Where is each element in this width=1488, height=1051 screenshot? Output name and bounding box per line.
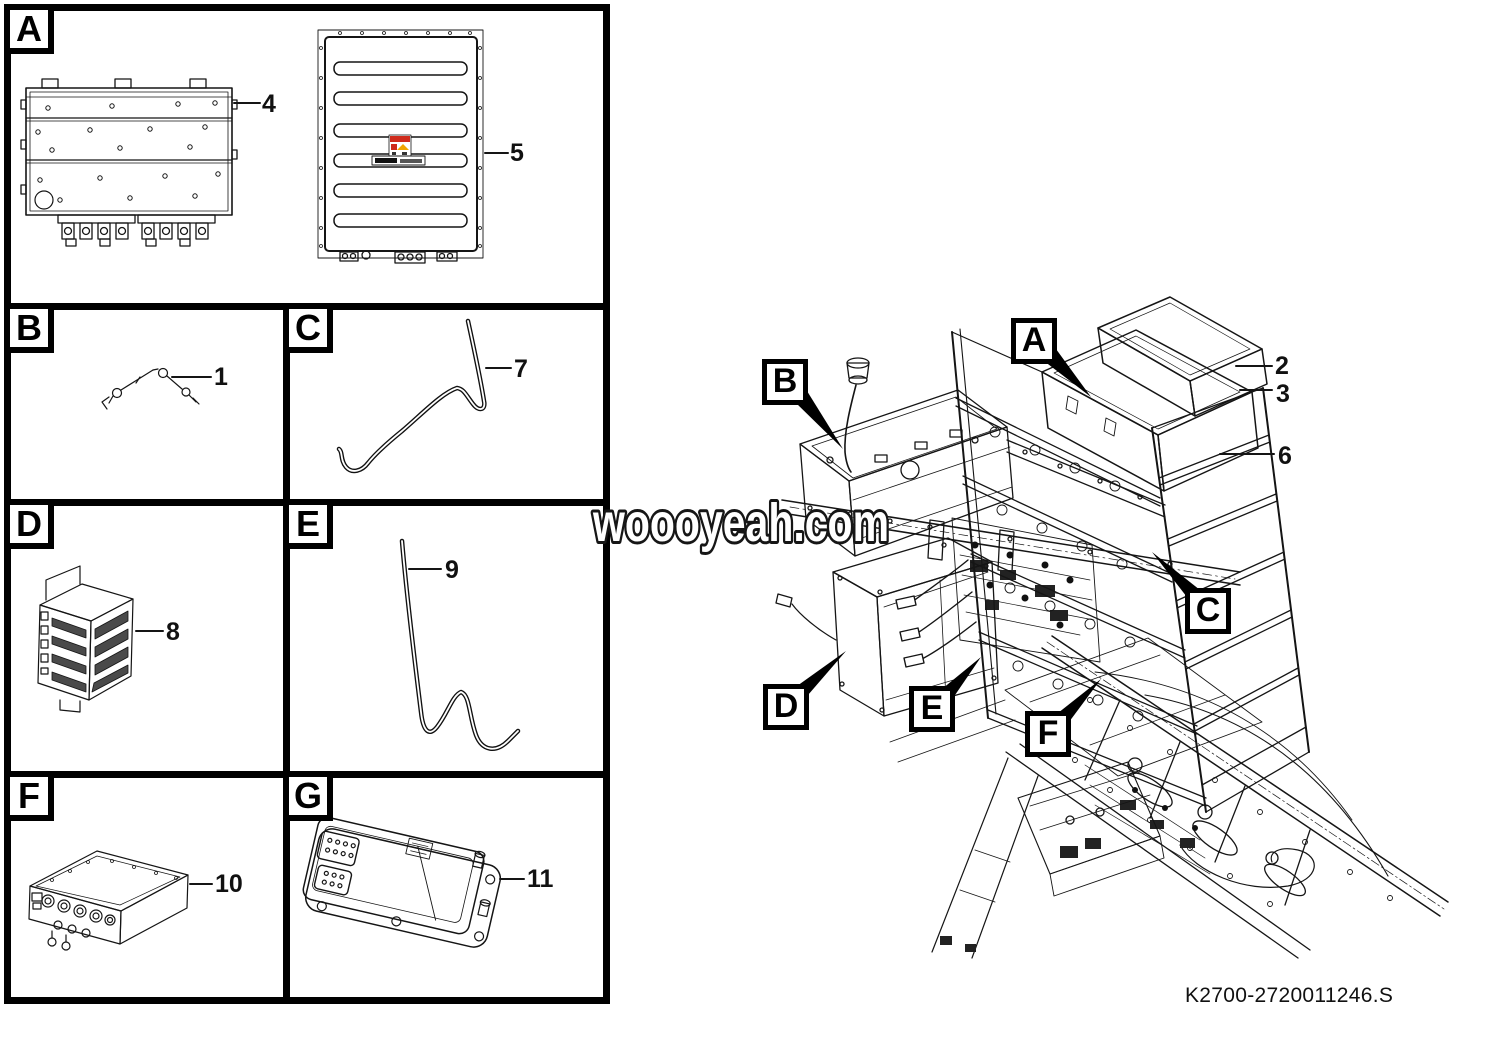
part-1-drawing — [101, 367, 212, 410]
part-8-drawing — [37, 565, 164, 713]
grid-border-bottom — [4, 997, 610, 1004]
grid-border-top — [4, 4, 610, 11]
cell-tab-c: C — [283, 303, 333, 353]
battery-module-3 — [1041, 329, 1259, 492]
watermark-text: woooyeah.com — [592, 493, 889, 553]
part-b-connector — [844, 357, 870, 473]
cell-tab-f: F — [4, 771, 54, 821]
assembly-drawing — [775, 296, 1449, 959]
cables-e — [895, 559, 977, 668]
part-ref-5: 5 — [510, 139, 524, 167]
assembly-callout-c: C — [1185, 588, 1231, 634]
cell-tab-b: B — [4, 303, 54, 353]
cell-tab-g: G — [283, 771, 333, 821]
part-ref-2: 2 — [1275, 352, 1289, 380]
part-ref-9: 9 — [445, 556, 459, 584]
assembly-callout-d: D — [763, 684, 809, 730]
cell-tab-d: D — [4, 499, 54, 549]
assembly-callout-a: A — [1011, 318, 1057, 364]
part-5-drawing — [317, 29, 509, 264]
warning-label — [371, 134, 426, 166]
part-ref-7: 7 — [514, 355, 528, 383]
part-9-drawing — [399, 538, 521, 751]
part-ref-1: 1 — [214, 363, 228, 391]
part-ref-11: 11 — [527, 865, 554, 893]
part-10-drawing — [28, 850, 213, 951]
part-ref-4: 4 — [262, 90, 276, 118]
drawing-code: K2700-2720011246.S — [1185, 984, 1394, 1007]
part-4-drawing — [20, 78, 261, 247]
assembly-callout-e: E — [909, 686, 955, 732]
assembly-callout-b: B — [762, 359, 808, 405]
cell-tab-e: E — [283, 499, 333, 549]
part-ref-10: 10 — [215, 870, 243, 898]
battery-rack — [951, 328, 1310, 813]
part-ref-3: 3 — [1276, 380, 1290, 408]
grid-divider-v — [283, 303, 290, 1004]
part-7-drawing — [336, 318, 512, 474]
assembly-callout-f: F — [1025, 711, 1071, 757]
part-11-drawing — [302, 816, 525, 948]
cell-tab-a: A — [4, 4, 54, 54]
part-ref-6: 6 — [1278, 442, 1292, 470]
part-ref-8: 8 — [166, 618, 180, 646]
battery-box-d — [832, 537, 999, 717]
